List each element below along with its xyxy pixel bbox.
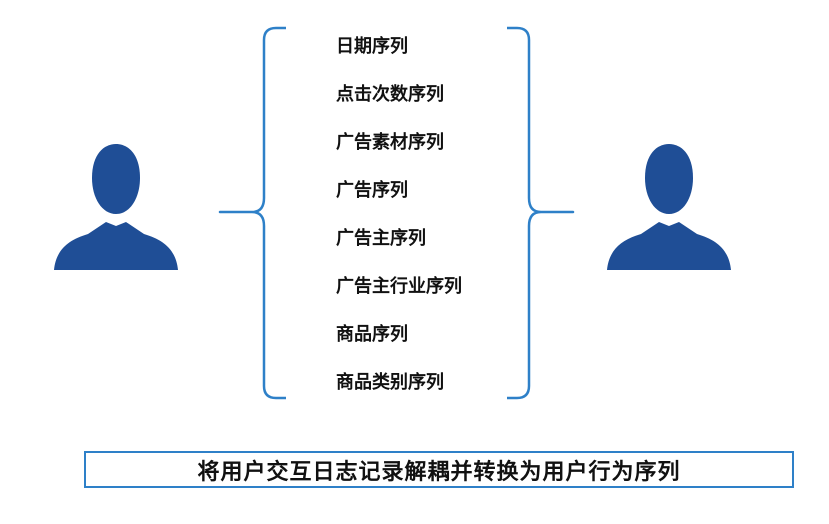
left-user-icon — [54, 144, 178, 270]
caption-box: 将用户交互日志记录解耦并转换为用户行为序列 — [84, 451, 794, 488]
caption-text: 将用户交互日志记录解耦并转换为用户行为序列 — [197, 458, 681, 485]
sequence-item-click-count: 点击次数序列 — [336, 84, 444, 105]
left-curly-brace — [218, 26, 286, 400]
sequence-item-product-category: 商品类别序列 — [336, 372, 444, 393]
sequence-item-advertiser: 广告主序列 — [336, 228, 426, 249]
sequence-item-product: 商品序列 — [336, 324, 408, 345]
right-user-icon — [607, 144, 731, 270]
sequence-item-advertiser-industry: 广告主行业序列 — [336, 276, 462, 297]
sequence-item-date: 日期序列 — [336, 36, 408, 57]
right-curly-brace — [507, 26, 575, 400]
sequence-item-ad-creative: 广告素材序列 — [336, 132, 444, 153]
sequence-item-ad: 广告序列 — [336, 180, 408, 201]
